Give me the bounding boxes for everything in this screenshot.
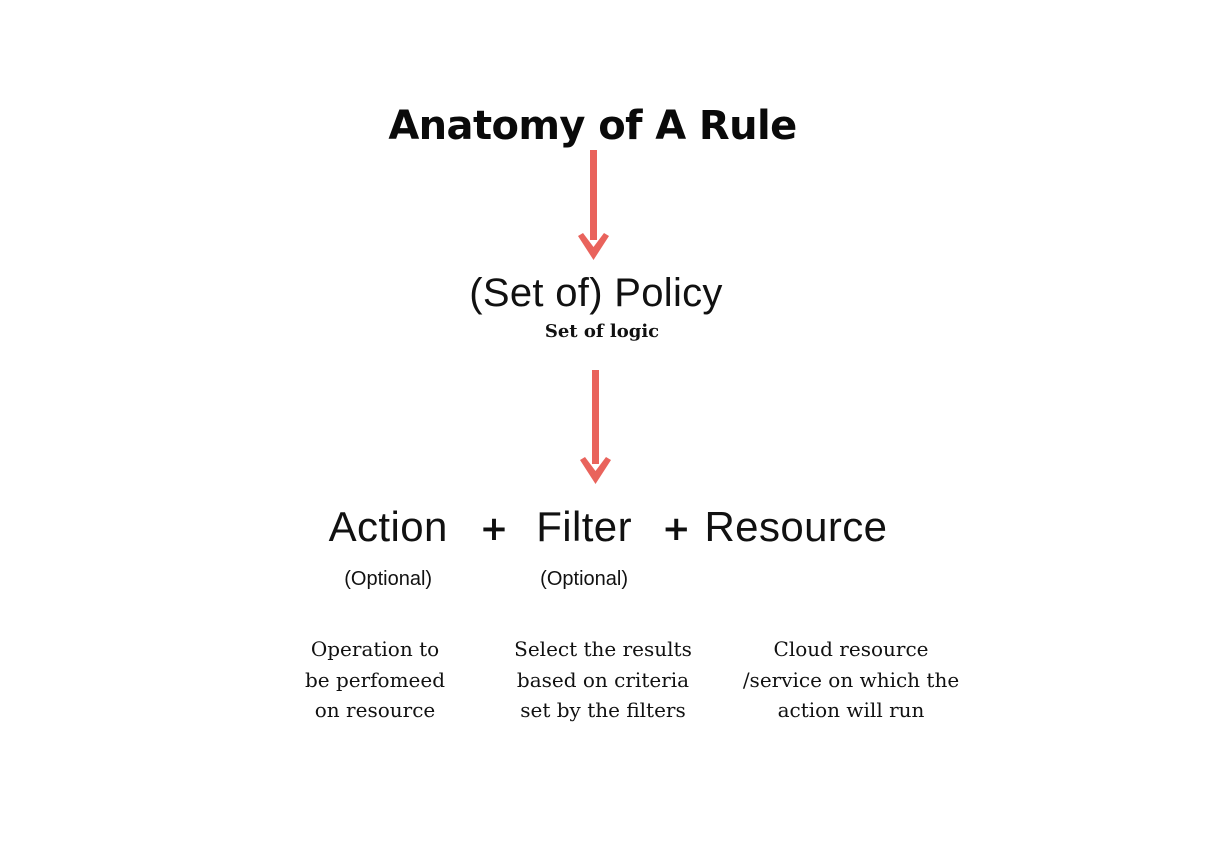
description-resource-line-3: action will run: [777, 698, 925, 722]
term-resource-label: Resource: [704, 503, 888, 550]
arrow-policy-to-terms-icon: [580, 370, 611, 484]
description-filter-line-3: set by the filters: [520, 698, 686, 722]
term-action: Action (Optional): [329, 502, 448, 592]
description-action: Operation to be perfomeed on resource: [275, 634, 475, 726]
description-filter-line-1: Select the results: [514, 637, 692, 661]
term-resource: Resource: [704, 502, 887, 592]
description-action-line-3: on resource: [314, 698, 436, 722]
description-resource-line-2: /service on which the: [742, 667, 960, 692]
term-action-optional: (Optional): [344, 568, 433, 590]
description-filter: Select the results based on criteria set…: [503, 634, 703, 726]
description-filter-line-2: based on criteria: [516, 667, 690, 692]
formula-row: Action (Optional) + Filter (Optional) + …: [0, 502, 1216, 592]
page-title: Anatomy of A Rule: [388, 103, 797, 149]
description-action-line-2: be perfomeed: [304, 667, 446, 692]
operator-plus-1: +: [479, 509, 509, 549]
policy-sublabel: Set of logic: [544, 321, 660, 342]
operator-plus-2: +: [661, 509, 691, 549]
policy-label: (Set of) Policy: [469, 271, 723, 315]
term-action-label: Action: [328, 503, 448, 550]
policy-block: (Set of) Policy Set of logic: [0, 268, 1192, 344]
term-filter-label: Filter: [536, 503, 632, 550]
term-filter-optional: (Optional): [540, 568, 628, 590]
term-filter: Filter (Optional): [536, 502, 632, 592]
description-resource: Cloud resource /service on which the act…: [731, 634, 971, 726]
description-resource-line-1: Cloud resource: [773, 637, 929, 661]
arrow-title-to-policy-icon: [578, 150, 609, 260]
description-action-line-1: Operation to: [310, 637, 440, 661]
